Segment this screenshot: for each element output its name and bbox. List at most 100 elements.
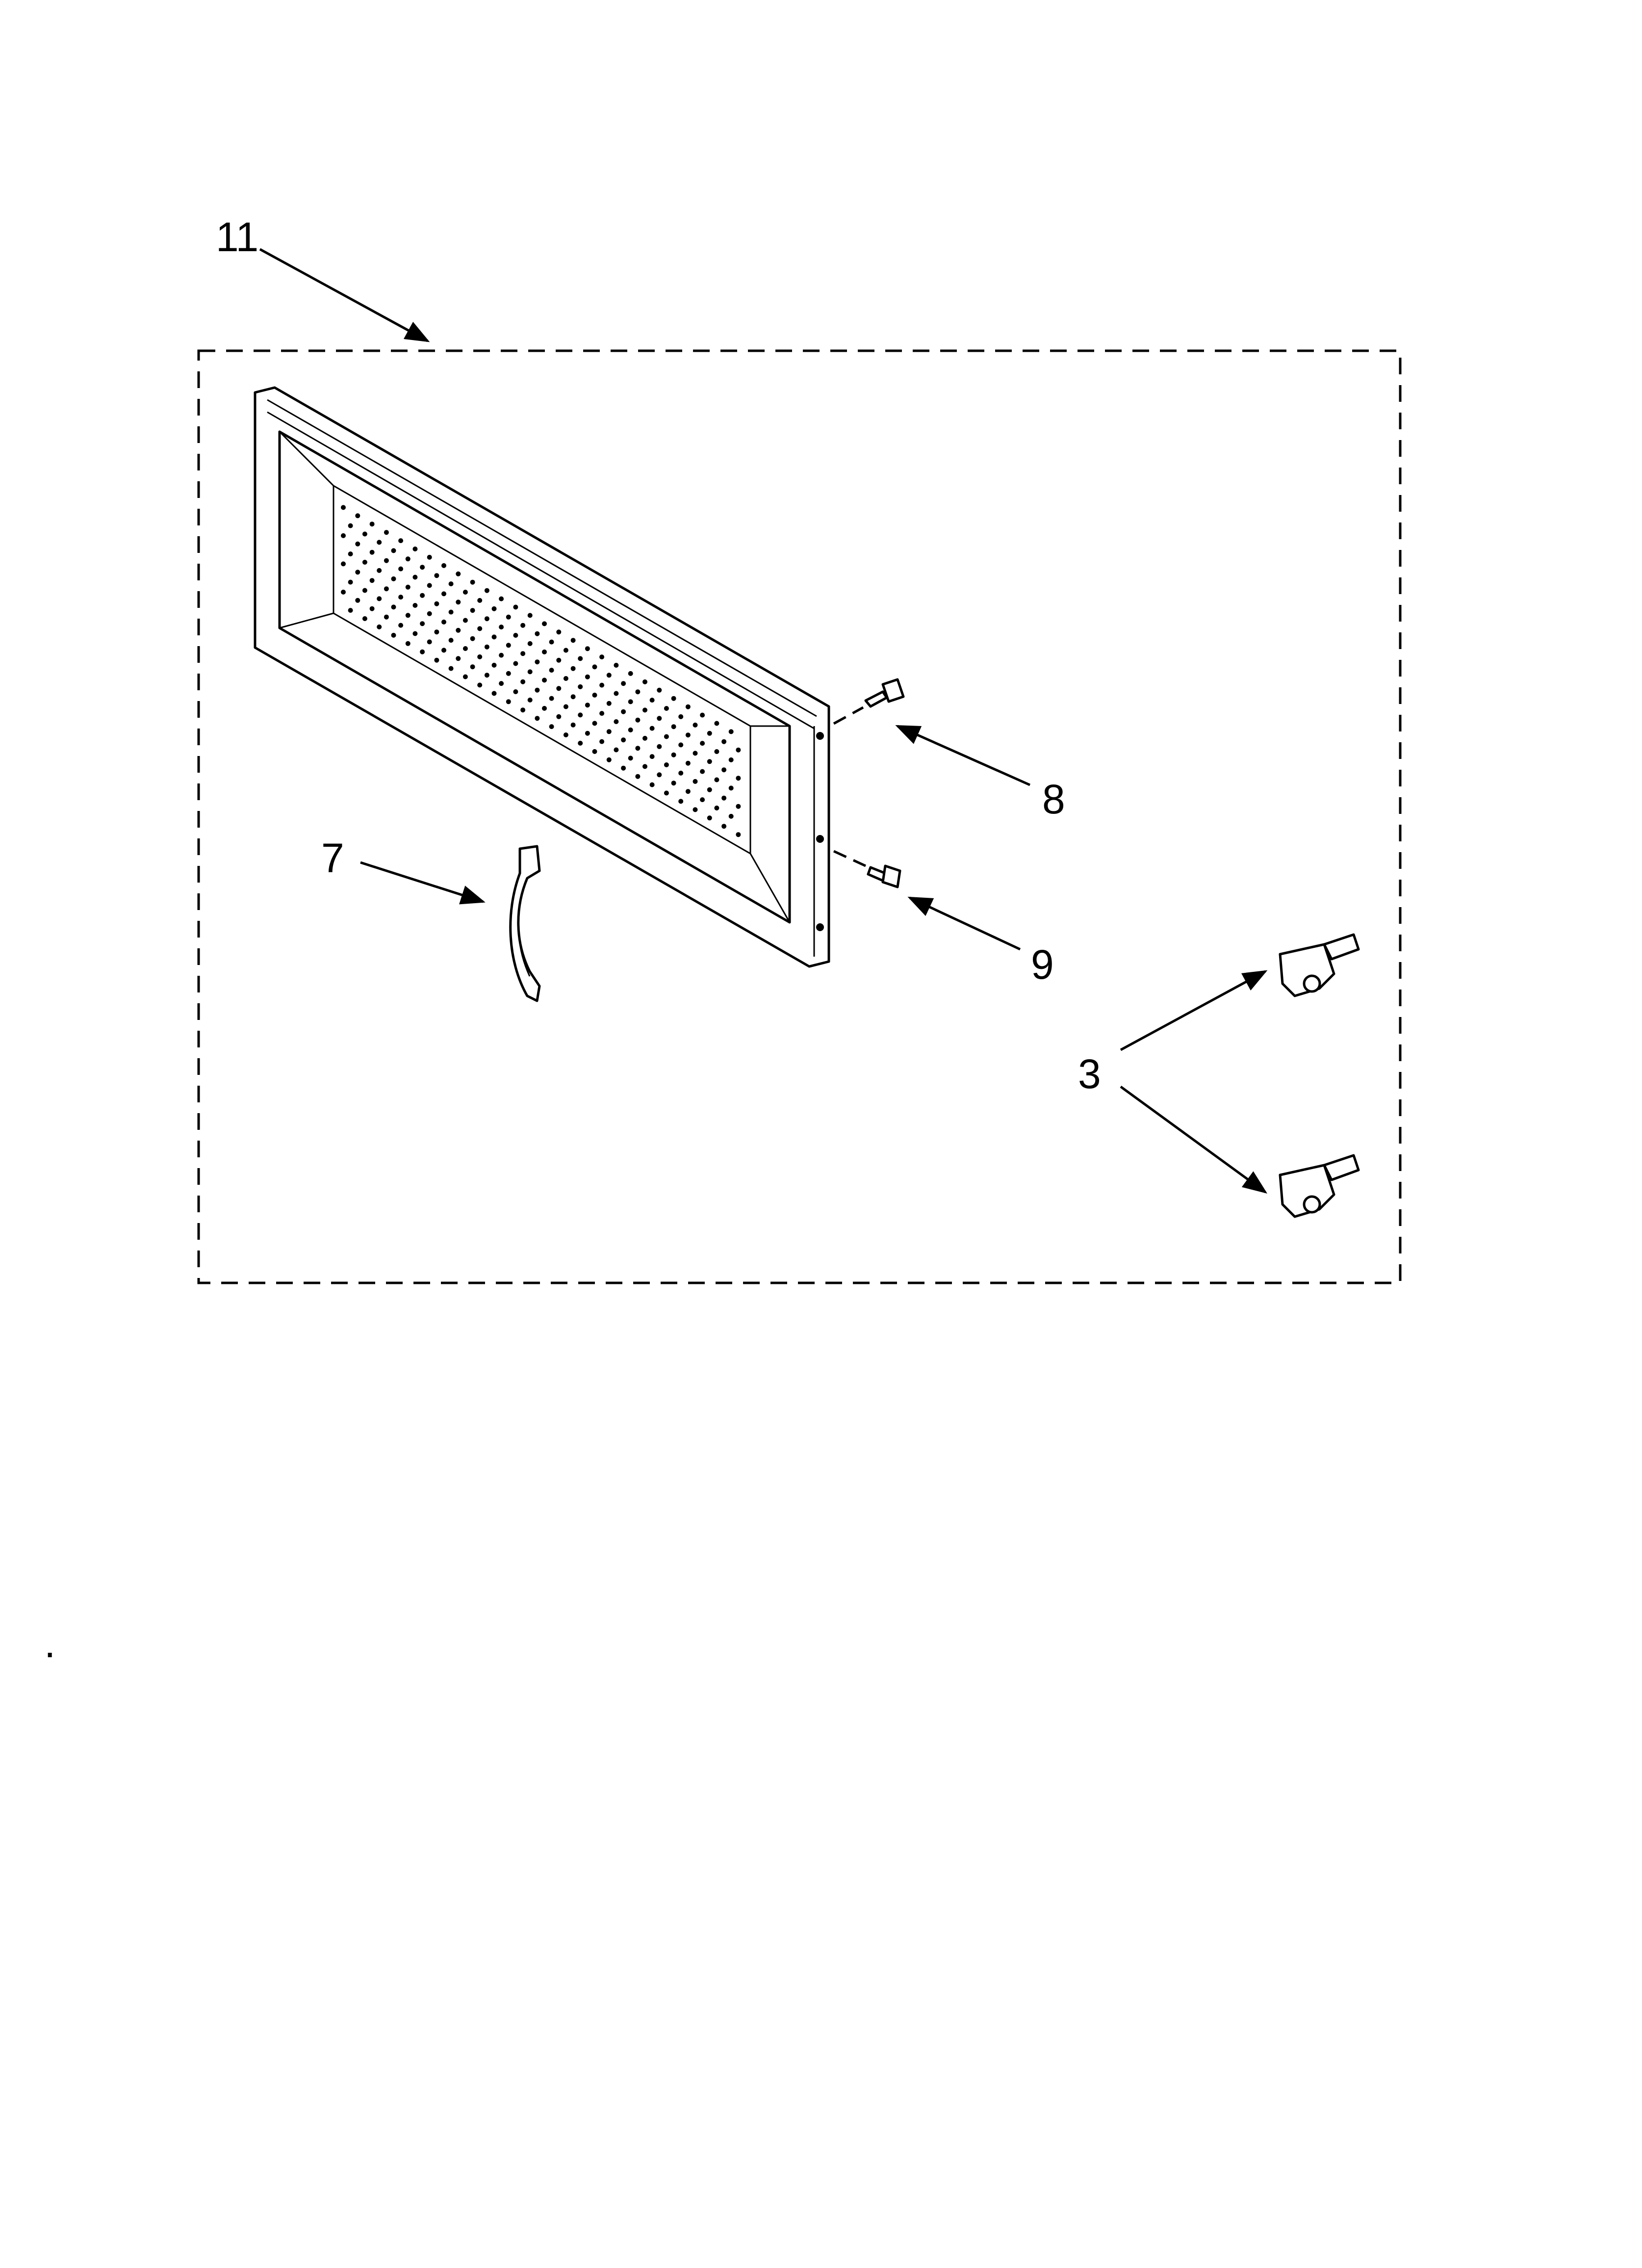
perforation-dot: [549, 696, 554, 701]
perforation-dot: [721, 795, 727, 801]
dashed-guide-8: [833, 706, 864, 725]
perforation-dot: [369, 606, 375, 611]
perforation-dot: [721, 767, 727, 773]
perforation-dot: [707, 787, 712, 792]
perforation-dot: [484, 673, 489, 678]
perforation-dot: [671, 752, 676, 757]
perforation-dot: [412, 574, 418, 580]
perforation-dot: [728, 757, 734, 762]
perforation-dot: [412, 631, 418, 636]
perforation-dot: [369, 549, 375, 555]
perforation-dot: [678, 714, 684, 719]
perforation-dot: [377, 540, 382, 545]
perforation-dot: [563, 704, 568, 709]
perforation-dot: [707, 815, 712, 821]
perforation-dot: [614, 663, 619, 668]
perforation-dot: [628, 756, 633, 761]
perforation-dot: [384, 558, 389, 563]
perforation-dot: [707, 730, 712, 736]
perforation-dot: [728, 813, 734, 819]
perforation-dot: [434, 657, 439, 663]
perforation-dot: [391, 576, 396, 581]
perforation-dot: [412, 547, 418, 551]
perforation-dot: [456, 571, 461, 576]
perforation-dot: [599, 654, 605, 660]
perforation-dot: [341, 561, 346, 567]
perforation-dot: [671, 696, 676, 701]
perforation-dot: [542, 649, 547, 654]
perforation-dot: [642, 707, 647, 713]
perforation-dot: [448, 609, 454, 615]
perforation-dot: [642, 735, 647, 741]
perforation-dot: [614, 747, 619, 753]
perforation-dot: [391, 548, 396, 553]
leader-line-3-lower: [1120, 1085, 1268, 1194]
perforation-dot: [700, 797, 705, 803]
perforation-dot: [664, 762, 669, 767]
perforation-dot: [405, 613, 410, 618]
perforation-dot: [685, 760, 691, 766]
perforation-pattern: [341, 505, 741, 837]
perforation-dot: [377, 596, 382, 601]
perforation-dot: [621, 709, 626, 714]
perforation-dot: [470, 664, 475, 670]
perforation-dot: [649, 754, 655, 759]
perforation-dot: [649, 698, 655, 703]
perforation-dot: [362, 560, 367, 565]
perforation-dot: [685, 704, 691, 709]
perforation-dot: [427, 639, 432, 645]
perforation-dot: [570, 722, 576, 728]
screw-9: [867, 864, 901, 888]
perforation-dot: [491, 606, 497, 611]
perforation-dot: [420, 565, 425, 570]
perforation-dot: [520, 623, 526, 628]
perforation-dot: [527, 613, 533, 618]
leader-line-8: [895, 725, 1031, 786]
perforation-dot: [714, 721, 719, 726]
perforation-dot: [398, 538, 404, 544]
perforation-dot: [448, 666, 454, 671]
perforation-dot: [578, 684, 583, 689]
perforation-dot: [585, 730, 590, 736]
perforation-dot: [499, 596, 504, 601]
perforation-dot: [549, 668, 554, 673]
perforation-dot: [412, 603, 418, 608]
perforation-dot: [499, 681, 504, 686]
perforation-dot: [341, 533, 346, 538]
perforation-dot: [556, 657, 562, 663]
perforation-dot: [585, 703, 590, 708]
drawer-handle: [509, 845, 541, 1002]
perforation-dot: [341, 505, 346, 510]
perforation-dot: [420, 649, 425, 654]
perforation-dot: [664, 706, 669, 711]
perforation-dot: [491, 662, 497, 668]
perforation-dot: [427, 583, 432, 588]
perforation-dot: [427, 554, 432, 560]
perforation-dot: [441, 648, 446, 653]
perforation-dot: [649, 726, 655, 731]
perforation-dot: [585, 674, 590, 679]
perforation-dot: [506, 643, 511, 648]
perforation-dot: [420, 621, 425, 626]
perforation-dot: [405, 556, 410, 562]
perforation-dot: [462, 674, 468, 679]
perforation-dot: [355, 598, 360, 603]
perforation-dot: [592, 692, 597, 698]
perforation-dot: [391, 604, 396, 610]
perforation-dot: [470, 636, 475, 641]
perforation-dot: [348, 523, 353, 528]
perforation-dot: [642, 764, 647, 769]
perforation-dot: [628, 727, 633, 732]
clip-upper: [1279, 933, 1360, 997]
perforation-dot: [377, 624, 382, 629]
perforation-dot: [362, 588, 367, 593]
perforation-dot: [721, 824, 727, 829]
perforation-dot: [563, 732, 568, 737]
perforation-dot: [542, 678, 547, 683]
perforation-dot: [434, 601, 439, 606]
perforation-dot: [377, 568, 382, 573]
perforation-dot: [736, 747, 741, 753]
perforation-dot: [700, 712, 705, 718]
perforation-dot: [398, 566, 404, 572]
